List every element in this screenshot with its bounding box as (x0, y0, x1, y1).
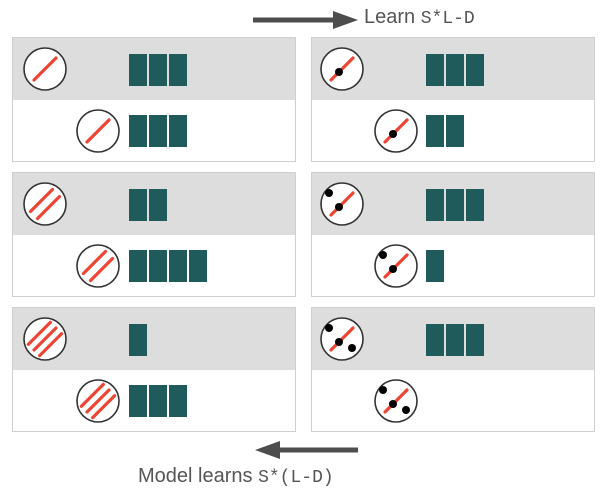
line-circle-icon (75, 378, 121, 424)
panel-row-top (312, 38, 594, 100)
line-circle-icon (319, 316, 365, 362)
line-circle-icon (373, 243, 419, 289)
learn-text: Learn (364, 6, 416, 28)
panel-row-bottom (312, 370, 594, 431)
model-formula: S*(L-D) (258, 468, 334, 488)
block (169, 115, 187, 147)
block-bar (129, 324, 149, 356)
panel-row-bottom (312, 235, 594, 296)
learn-formula: S*L-D (420, 9, 475, 29)
panel-row-top (312, 173, 594, 235)
line-circle-icon (75, 108, 121, 154)
block (129, 115, 147, 147)
line-circle-icon (22, 181, 68, 227)
block (129, 189, 147, 221)
block (129, 324, 147, 356)
line-circle-icon (22, 46, 68, 92)
block-bar (426, 189, 486, 221)
learn-label: Learn S*L-D (364, 4, 475, 30)
block-bar (426, 250, 446, 282)
panel-1 (12, 37, 296, 162)
panel-row-bottom (13, 235, 295, 296)
block (189, 250, 207, 282)
block (149, 250, 167, 282)
block (169, 54, 187, 86)
block-bar (129, 385, 189, 417)
block (426, 189, 444, 221)
panel-row-bottom (13, 100, 295, 161)
model-learns-label: Model learns S*(L-D) (138, 462, 334, 490)
block (426, 324, 444, 356)
block (426, 250, 444, 282)
block-bar (129, 115, 189, 147)
block (129, 250, 147, 282)
block-bar (129, 250, 209, 282)
block (149, 54, 167, 86)
line-circle-icon (319, 46, 365, 92)
right-arrow-icon (253, 11, 358, 29)
panel-row-top (312, 308, 594, 370)
block (466, 324, 484, 356)
block (149, 189, 167, 221)
panel-3 (12, 172, 296, 297)
panel-row-top (13, 308, 295, 370)
block-bar (426, 54, 486, 86)
block (129, 54, 147, 86)
block (149, 385, 167, 417)
panel-6 (311, 307, 595, 432)
panel-row-bottom (13, 370, 295, 431)
panel-2 (311, 37, 595, 162)
block (446, 324, 464, 356)
block (446, 189, 464, 221)
panel-4 (311, 172, 595, 297)
block-bar (426, 115, 466, 147)
block (169, 250, 187, 282)
panel-row-top (13, 173, 295, 235)
block (446, 115, 464, 147)
block (466, 189, 484, 221)
panel-row-bottom (312, 100, 594, 161)
block (426, 115, 444, 147)
line-circle-icon (319, 181, 365, 227)
line-circle-icon (22, 316, 68, 362)
line-circle-icon (75, 243, 121, 289)
line-circle-icon (373, 378, 419, 424)
block (169, 385, 187, 417)
panel-5 (12, 307, 296, 432)
block (149, 115, 167, 147)
panel-row-top (13, 38, 295, 100)
model-text: Model learns (138, 465, 253, 487)
block-bar (129, 54, 189, 86)
block (426, 54, 444, 86)
block-bar (129, 189, 169, 221)
block-bar (426, 324, 486, 356)
line-circle-icon (373, 108, 419, 154)
block (129, 385, 147, 417)
left-arrow-icon (255, 441, 358, 459)
block (446, 54, 464, 86)
block (466, 54, 484, 86)
